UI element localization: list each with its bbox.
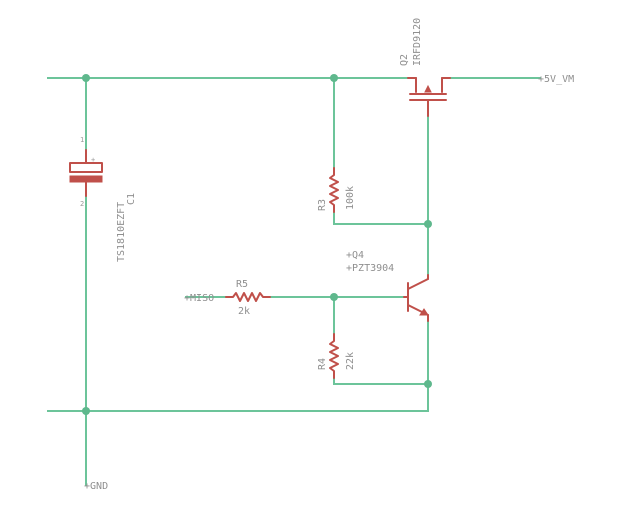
q4-value-label: +PZT3904 [346, 263, 394, 274]
q4-ref-prefix: + [346, 250, 352, 261]
ground-net-label: +GND [84, 481, 108, 492]
junction-dot [330, 74, 338, 82]
supply-net-label: +5V_VM [538, 74, 574, 85]
r4-value-label: 22k [345, 352, 356, 370]
resistor-r4[interactable]: R4 22k [317, 333, 356, 379]
capacitor-c1[interactable]: + 1 2 TS1810EZFT C1 [69, 136, 137, 262]
net-labels: +5V_VM +MISO +GND [84, 74, 574, 492]
ground-net-text: GND [90, 481, 108, 492]
junctions [82, 74, 432, 415]
q4-value-prefix: + [346, 263, 352, 274]
junction-dot [424, 220, 432, 228]
c1-pin2-label: 2 [80, 200, 84, 208]
junction-dot [330, 293, 338, 301]
ground-net-prefix: + [84, 481, 90, 492]
input-net-prefix: + [184, 293, 190, 304]
c1-value-label: TS1810EZFT [116, 202, 127, 262]
resistor-r3[interactable]: R3 100k [317, 167, 356, 213]
r3-ref-label: R3 [317, 199, 328, 211]
q2-ref-label: Q2 [399, 54, 410, 66]
q4-value-text: PZT3904 [352, 263, 394, 274]
q2-value-label: IRFD9120 [412, 18, 423, 66]
junction-dot [82, 407, 90, 415]
supply-net-text: 5V_VM [544, 74, 574, 85]
junction-dot [424, 380, 432, 388]
c1-ref-label: C1 [126, 193, 137, 205]
r5-value-label: 2k [238, 306, 250, 317]
r4-ref-label: R4 [317, 358, 328, 370]
wires [47, 77, 541, 486]
r5-ref-label: R5 [236, 279, 248, 290]
transistor-q4[interactable]: +Q4 +PZT3904 [346, 250, 429, 322]
c1-pin1-label: 1 [80, 136, 84, 144]
resistor-r5[interactable]: R5 2k [225, 279, 271, 317]
input-net-label: +MISO [184, 293, 214, 304]
junction-dot [82, 74, 90, 82]
mosfet-q2[interactable]: Q2 IRFD9120 [399, 18, 451, 117]
c1-plus-label: + [91, 156, 95, 164]
supply-net-prefix: + [538, 74, 544, 85]
q4-ref-label: +Q4 [346, 250, 364, 261]
input-net-text: MISO [190, 293, 214, 304]
r3-value-label: 100k [345, 186, 356, 210]
q4-ref-text: Q4 [352, 250, 364, 261]
